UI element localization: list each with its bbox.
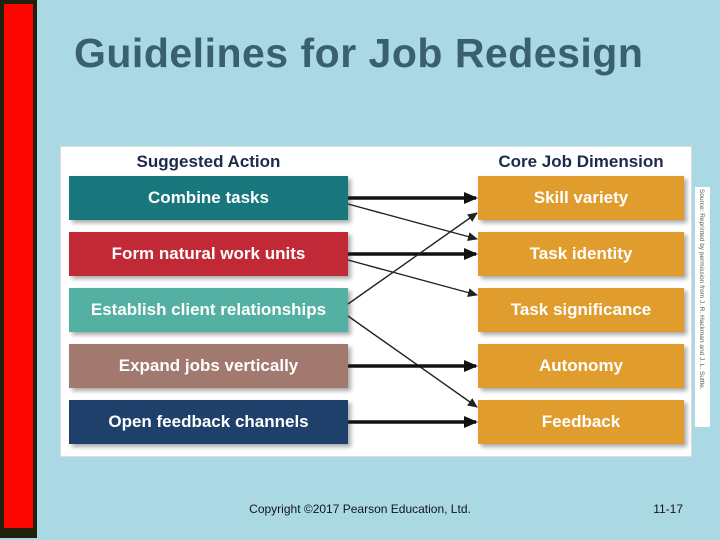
dimension-box-feedback: Feedback: [478, 400, 684, 444]
page-number: 11-17: [653, 502, 683, 516]
dimension-box-task-significance: Task significance: [478, 288, 684, 332]
diagram-panel: Suggested Action Core Job Dimension Comb…: [60, 146, 692, 457]
accent-bar-frame: [0, 0, 37, 538]
footer-copyright: Copyright ©2017 Pearson Education, Ltd.: [249, 502, 471, 516]
action-box-establish-client-relationships: Establish client relationships: [69, 288, 348, 332]
source-credit: Source: Reprinted by permission from J. …: [695, 187, 710, 427]
action-box-combine-tasks: Combine tasks: [69, 176, 348, 220]
arrow-combine-tasks-to-task-identity: [347, 203, 478, 241]
box-label: Establish client relationships: [90, 300, 327, 319]
box-label: Skill variety: [533, 188, 629, 207]
box-label: Combine tasks: [148, 188, 269, 207]
right-column-header: Core Job Dimension: [498, 152, 664, 171]
left-column-header: Suggested Action: [136, 152, 281, 171]
action-box-form-natural-work-units: Form natural work units: [69, 232, 348, 276]
action-box-expand-jobs-vertically: Expand jobs vertically: [69, 344, 348, 388]
arrow-form-natural-work-units-to-task-significance: [347, 259, 478, 297]
source-credit-text: Source: Reprinted by permission from J. …: [698, 189, 705, 390]
accent-bar: [4, 4, 33, 528]
action-box-open-feedback-channels: Open feedback channels: [69, 400, 348, 444]
dimension-box-task-identity: Task identity: [478, 232, 684, 276]
page-title: Guidelines for Job Redesign: [74, 30, 644, 76]
box-label: Feedback: [541, 412, 621, 431]
dimension-box-autonomy: Autonomy: [478, 344, 684, 388]
arrow-establish-client-relationships-to-skill-variety: [347, 212, 478, 305]
box-label: Task significance: [510, 300, 652, 319]
box-label: Task identity: [529, 244, 633, 263]
box-label: Autonomy: [538, 356, 624, 375]
box-label: Expand jobs vertically: [118, 356, 299, 375]
box-label: Open feedback channels: [108, 412, 309, 431]
box-label: Form natural work units: [111, 244, 306, 263]
arrow-establish-client-relationships-to-feedback: [347, 315, 478, 408]
dimension-box-skill-variety: Skill variety: [478, 176, 684, 220]
